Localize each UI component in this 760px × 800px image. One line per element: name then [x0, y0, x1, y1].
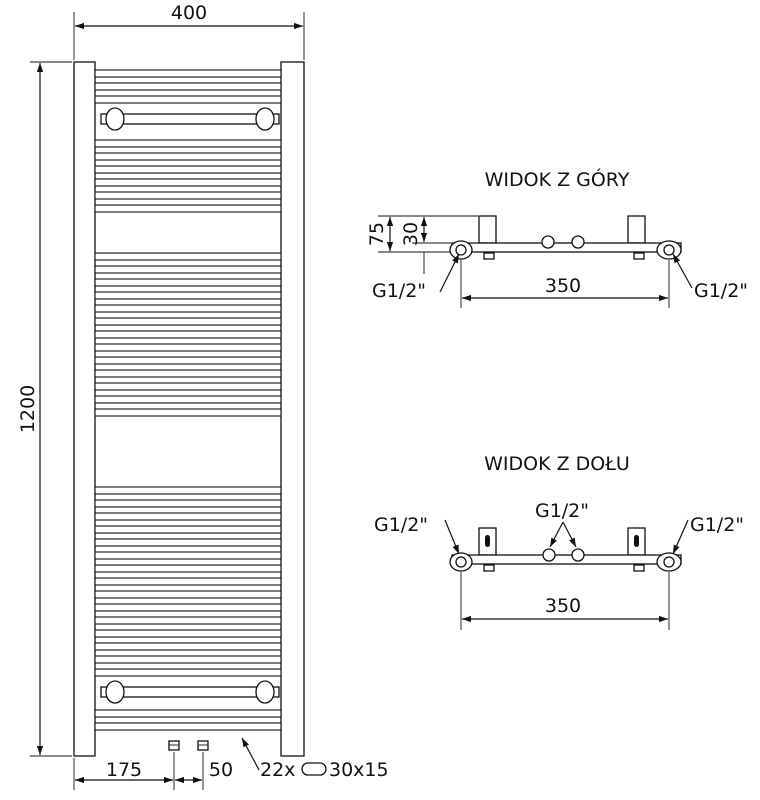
bottom-bracket	[100, 680, 280, 704]
heating-bar	[94, 616, 282, 625]
bottom-width-label: 350	[545, 595, 581, 617]
heating-bar	[94, 191, 282, 200]
heating-bar	[94, 252, 282, 261]
heating-bar	[94, 668, 282, 677]
top-bracket	[100, 107, 280, 131]
bars-count-label: 22x	[260, 759, 295, 781]
heating-bar	[94, 95, 282, 104]
top-depth-label: 75	[366, 222, 388, 246]
front-offset-label: 175	[106, 759, 142, 781]
top-view: WIDOK Z GÓRY 75 30 G1/2" G1/2"	[366, 167, 748, 308]
bottom-connection-right: G1/2"	[690, 514, 744, 536]
heating-bar	[94, 152, 282, 161]
front-view: 400 1200 175 50 22x 30x15	[17, 2, 389, 790]
heating-bar	[94, 590, 282, 599]
heating-bar	[94, 343, 282, 352]
bottom-view: WIDOK Z DOŁU G1/2" G1/2" G1/2" 350	[374, 453, 744, 630]
heating-bar	[94, 356, 282, 365]
heating-bar	[94, 69, 282, 78]
heating-bar	[94, 564, 282, 573]
heating-bar	[94, 642, 282, 651]
bottom-view-title: WIDOK Z DOŁU	[484, 453, 630, 475]
heating-bar	[94, 382, 282, 391]
top-view-title: WIDOK Z GÓRY	[485, 167, 630, 191]
front-spacing-label: 50	[209, 759, 233, 781]
heating-bar	[94, 330, 282, 339]
heating-bar	[94, 512, 282, 521]
top-connection-left: G1/2"	[372, 280, 426, 302]
bottom-connectors	[168, 740, 209, 751]
front-height-label: 1200	[17, 385, 39, 433]
heating-bar	[94, 278, 282, 287]
heating-bar	[94, 538, 282, 547]
heating-bars	[94, 69, 282, 731]
right-column	[280, 61, 305, 757]
heating-bar	[94, 204, 282, 213]
bottom-connection-left: G1/2"	[374, 514, 428, 536]
heating-bar	[94, 709, 282, 718]
bottom-connection-center: G1/2"	[535, 500, 589, 522]
heating-bar	[94, 629, 282, 638]
heating-bar	[94, 525, 282, 534]
heating-bar	[94, 291, 282, 300]
heating-bar	[94, 265, 282, 274]
heating-bar	[94, 551, 282, 560]
heating-bar	[94, 139, 282, 148]
heating-bar	[94, 655, 282, 664]
heating-bar	[94, 577, 282, 586]
left-column	[73, 61, 96, 757]
front-width-label: 400	[171, 2, 207, 24]
heating-bar	[94, 408, 282, 417]
heating-bar	[94, 317, 282, 326]
bars-size-label: 30x15	[329, 759, 389, 781]
heating-bar	[94, 369, 282, 378]
top-offset-label: 30	[400, 222, 422, 246]
heating-bar	[94, 304, 282, 313]
heating-bar	[94, 178, 282, 187]
top-connection-right: G1/2"	[694, 280, 748, 302]
heating-bar	[94, 603, 282, 612]
heating-bar	[94, 486, 282, 495]
heating-bar	[94, 82, 282, 91]
heating-bar	[94, 395, 282, 404]
heating-bar	[94, 165, 282, 174]
heating-bar	[94, 722, 282, 731]
top-width-label: 350	[545, 275, 581, 297]
bar-profile-icon	[301, 762, 327, 776]
heating-bar	[94, 499, 282, 508]
